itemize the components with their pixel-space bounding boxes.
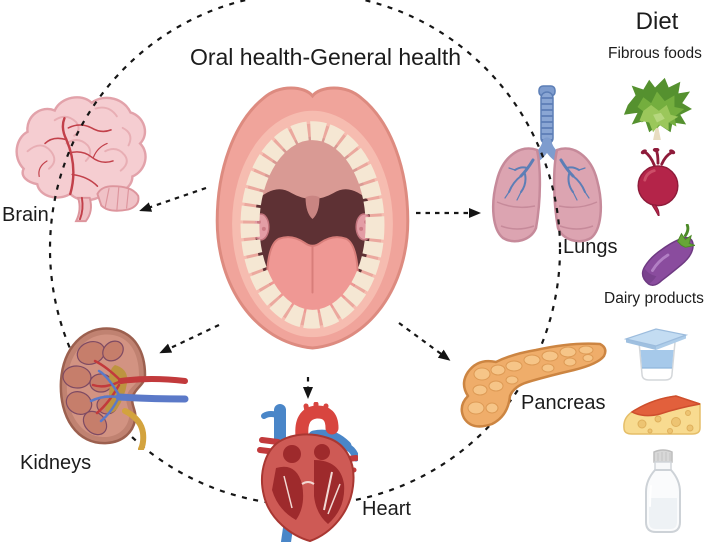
arrow-mouth-to-kidneys xyxy=(159,324,220,354)
pancreas-icon xyxy=(460,342,607,428)
diet-title: Diet xyxy=(635,8,679,35)
brain-label: Brain xyxy=(2,204,49,226)
cheese-wedge-illustration xyxy=(620,386,704,441)
heart-label: Heart xyxy=(362,498,411,520)
arrow-mouth-to-pancreas xyxy=(398,322,451,361)
lungs-icon xyxy=(491,85,603,243)
beetroot-illustration xyxy=(629,148,687,216)
lungs-label: Lungs xyxy=(563,236,618,258)
lungs-illustration xyxy=(487,84,603,246)
pancreas-label: Pancreas xyxy=(521,392,606,414)
brain-icon xyxy=(15,96,147,223)
kidneys-label: Kidneys xyxy=(20,452,92,474)
brain-illustration xyxy=(8,93,150,225)
dairy-products-label: Dairy products xyxy=(604,290,704,307)
open-mouth-icon xyxy=(215,86,410,350)
yogurt-cup-illustration xyxy=(622,326,690,384)
heart-icon xyxy=(257,402,358,542)
cheese-wedge-icon xyxy=(623,395,701,435)
beetroot-icon xyxy=(637,148,679,216)
eggplant-illustration xyxy=(637,224,695,288)
kidneys-illustration xyxy=(55,325,190,450)
fibrous-foods-label: Fibrous foods xyxy=(608,45,702,62)
heart-illustration xyxy=(252,402,358,542)
open-mouth-illustration xyxy=(212,82,413,354)
figure-title: Oral health-General health xyxy=(189,44,462,70)
leafy-greens-icon xyxy=(623,77,692,141)
milk-bottle-illustration xyxy=(640,446,686,534)
pancreas-illustration xyxy=(452,330,608,434)
yogurt-cup-icon xyxy=(623,328,689,381)
arrow-mouth-to-brain xyxy=(139,186,207,212)
eggplant-icon xyxy=(641,224,695,287)
kidney-icon xyxy=(59,327,189,450)
milk-bottle-icon xyxy=(645,449,681,533)
leafy-greens-illustration xyxy=(613,72,699,142)
connection-ring xyxy=(48,0,562,507)
